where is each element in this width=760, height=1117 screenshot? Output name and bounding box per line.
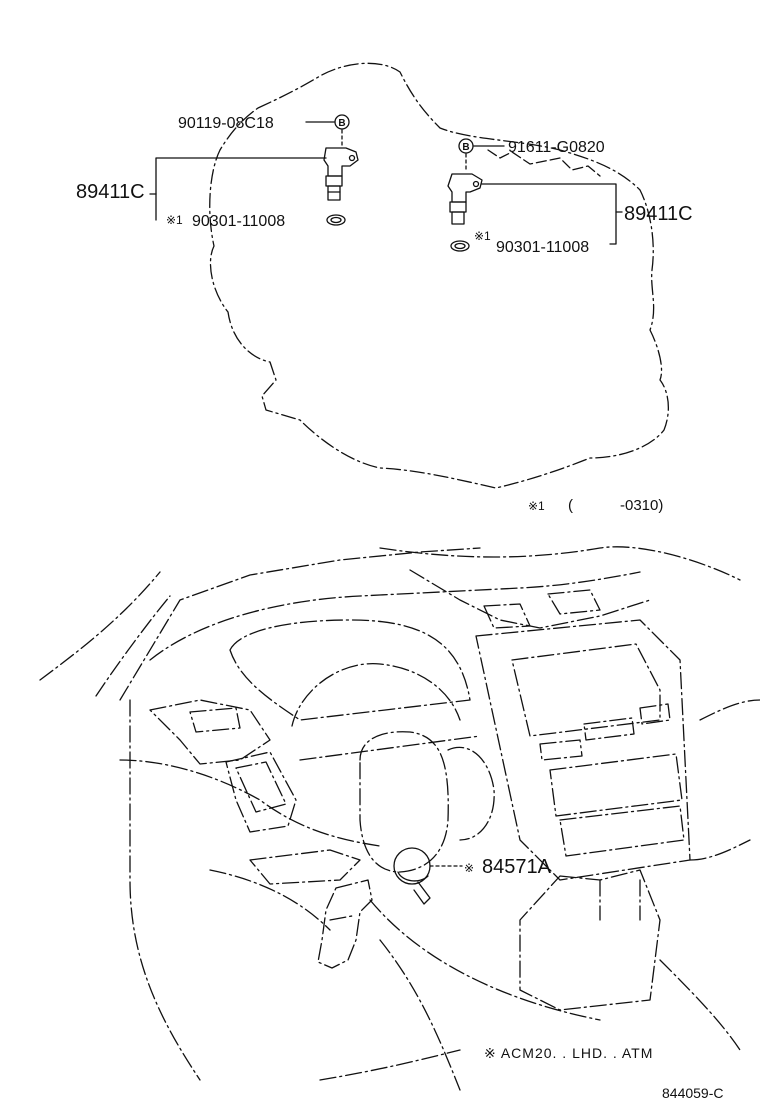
sensor-left [149,114,359,226]
transmission-outline [209,62,670,489]
note2-text: ※ ACM20. . LHD. . ATM [484,1045,653,1061]
part-label-89411-left: 89411C [76,181,145,203]
bolt-marker-left: B [338,118,345,129]
note1-open-paren: ( [568,497,573,514]
bolt-marker-right: B [462,142,469,153]
part-label-91611: 91611-G0820 [508,139,605,156]
sensor-84571 [393,847,463,905]
note1-prefix: ※1 [528,499,545,513]
note-marker-84571: ※ [464,861,474,875]
sensor-right [447,138,623,252]
part-label-89411-right: 89411C [624,203,693,225]
part-label-90119: 90119-08C18 [178,115,274,132]
note1-marker-right: ※1 [474,229,491,243]
part-label-90301-left: 90301-11008 [192,213,285,230]
part-label-84571: 84571A [482,856,552,878]
note1-range: -0310) [620,497,663,514]
note1-marker-left: ※1 [166,213,183,227]
part-label-90301-right: 90301-11008 [496,239,589,256]
dashboard-outline [39,546,760,1091]
diagram-code: 844059-C [662,1085,724,1101]
